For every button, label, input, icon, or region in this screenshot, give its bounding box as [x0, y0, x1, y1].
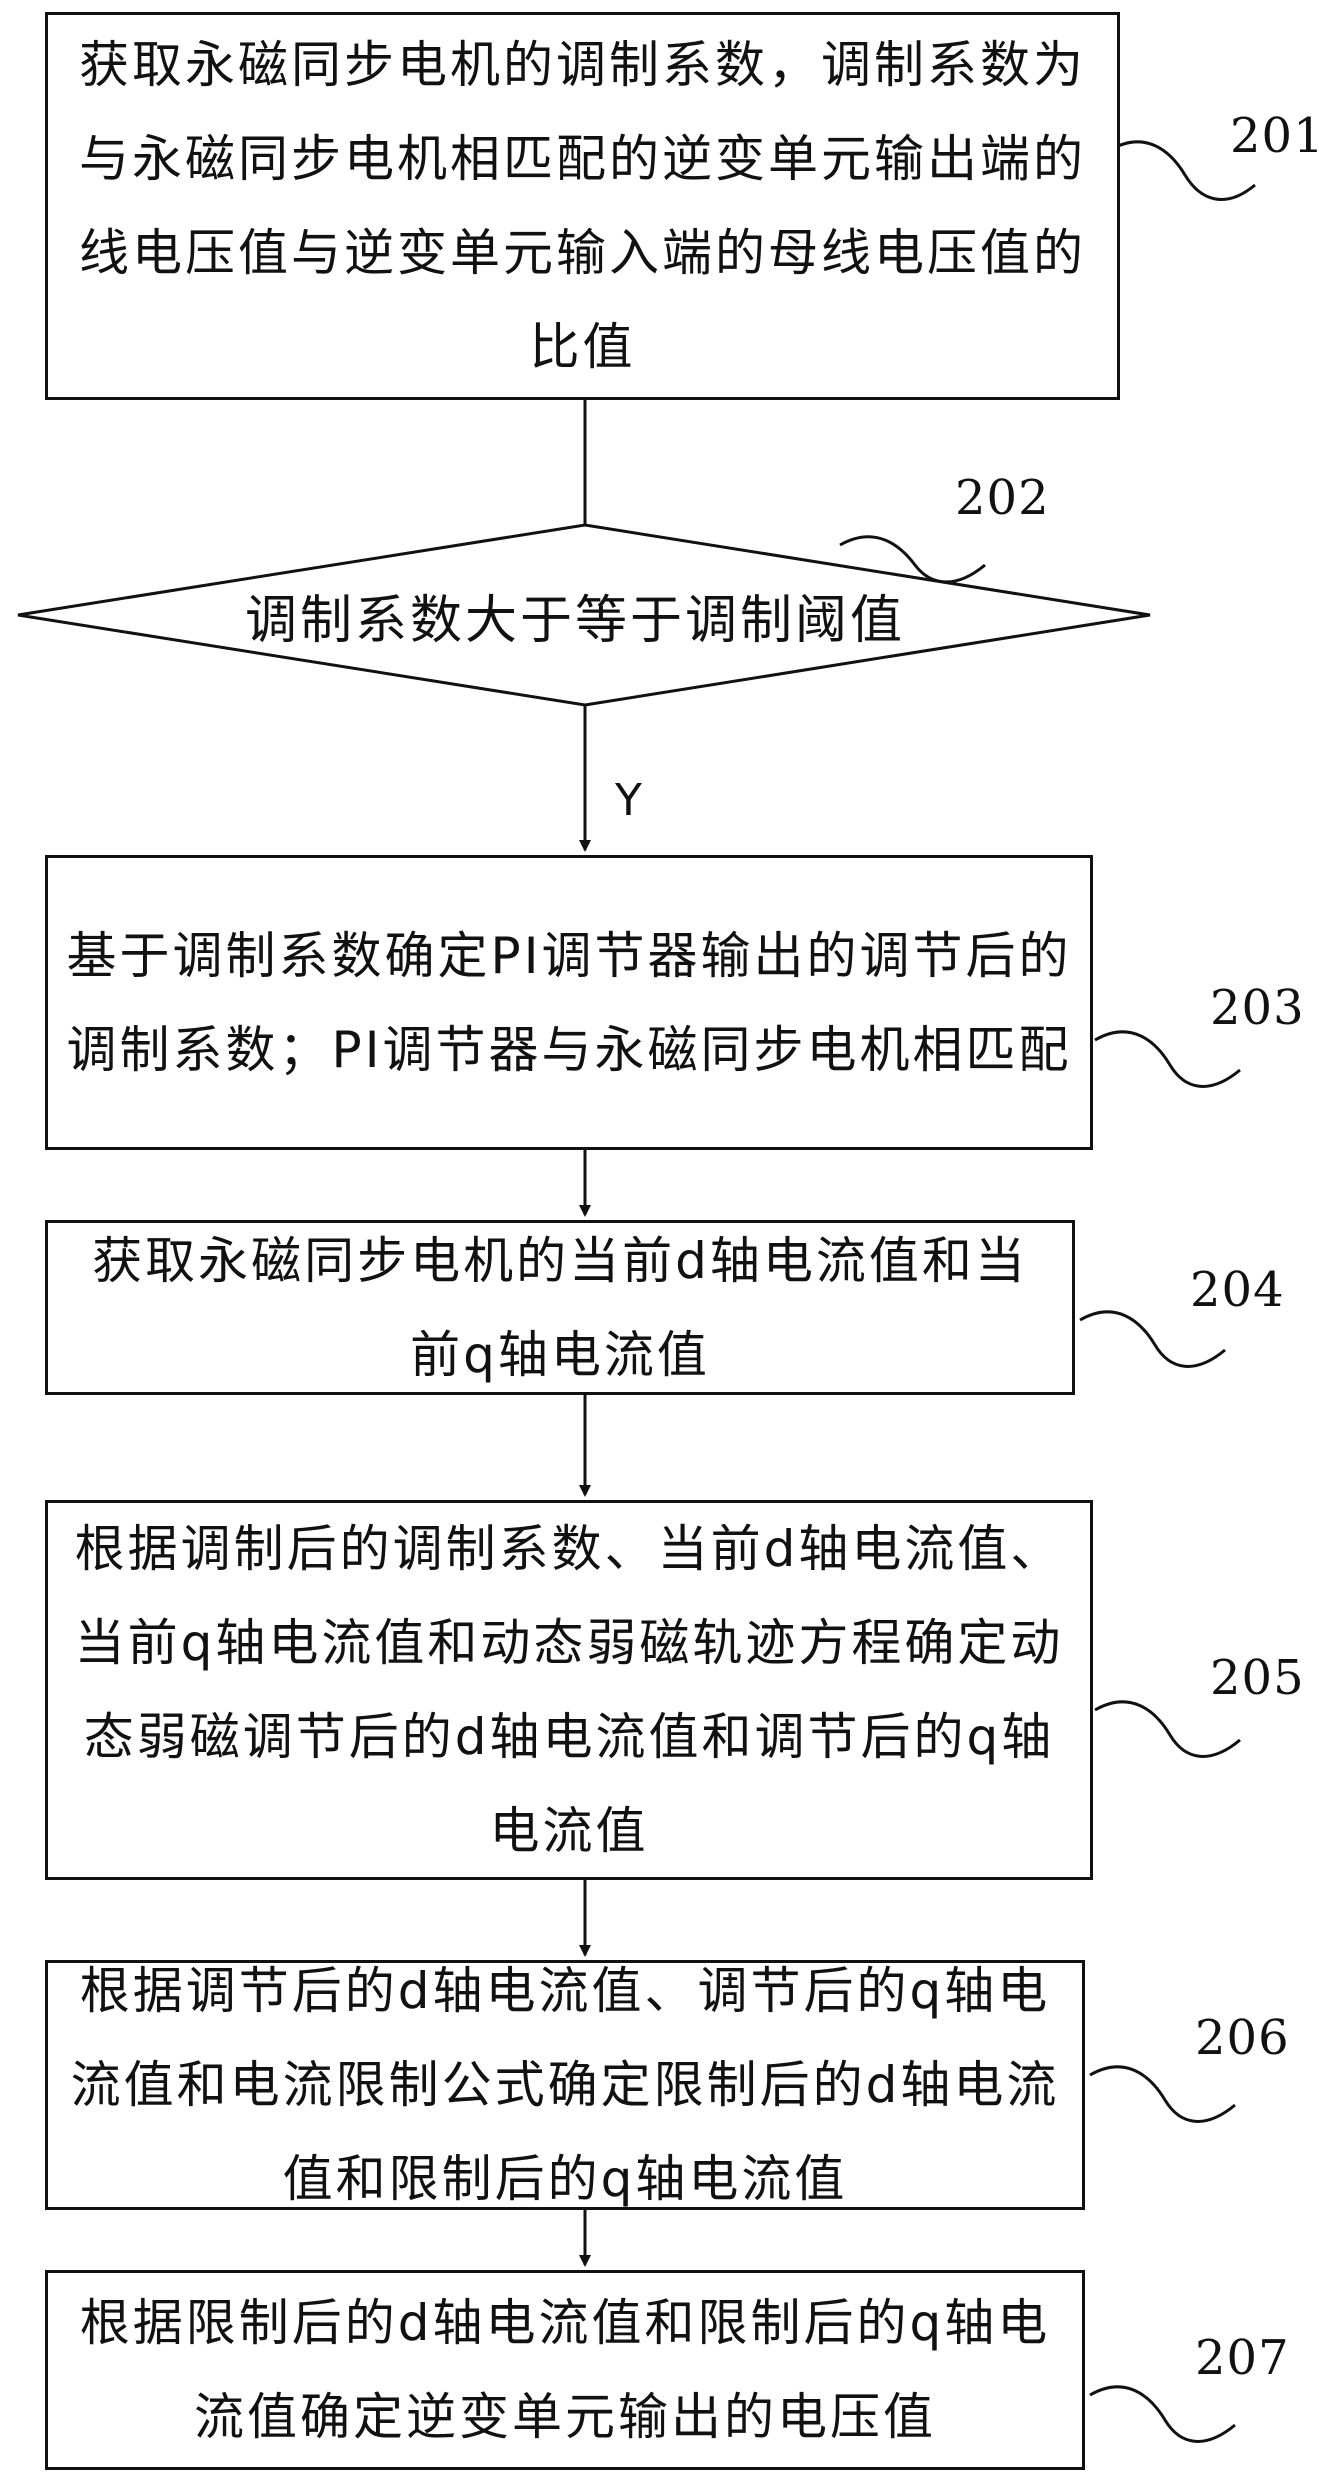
leader-206 — [1089, 2065, 1236, 2123]
leader-201 — [1109, 140, 1256, 201]
step-label-206: 206 — [1195, 2010, 1290, 2066]
step-label-204: 204 — [1190, 1262, 1285, 1318]
leader-205 — [1094, 1700, 1241, 1758]
step-label-201: 201 — [1230, 108, 1319, 164]
process-text-207: 根据限制后的d轴电流值和限制后的q轴电流值确定逆变单元输出的电压值 — [79, 2294, 1051, 2446]
process-text-201: 获取永磁同步电机的调制系数，调制系数为与永磁同步电机相匹配的逆变单元输出端的线电… — [79, 36, 1086, 376]
step-label-202: 202 — [955, 470, 1050, 526]
decision-text-202: 调制系数大于等于调制阈值 — [244, 590, 905, 651]
leader-207 — [1089, 2385, 1236, 2443]
leader-203 — [1094, 1030, 1241, 1088]
process-box-201: 获取永磁同步电机的调制系数，调制系数为与永磁同步电机相匹配的逆变单元输出端的线电… — [45, 12, 1120, 400]
process-box-205: 根据调制后的调制系数、当前d轴电流值、当前q轴电流值和动态弱磁轨迹方程确定动态弱… — [45, 1500, 1093, 1880]
step-label-205: 205 — [1210, 1650, 1305, 1706]
step-label-203: 203 — [1210, 980, 1305, 1036]
leader-202 — [839, 535, 986, 584]
leader-204 — [1079, 1310, 1226, 1368]
decision-diamond — [17, 523, 1151, 707]
process-text-204: 获取永磁同步电机的当前d轴电流值和当前q轴电流值 — [92, 1231, 1028, 1384]
branch-label-yes: Y — [615, 775, 642, 826]
process-text-203: 基于调制系数确定PI调节器输出的调节后的调制系数；PI调节器与永磁同步电机相匹配 — [66, 926, 1072, 1079]
process-box-203: 基于调制系数确定PI调节器输出的调节后的调制系数；PI调节器与永磁同步电机相匹配 — [45, 855, 1093, 1150]
process-box-206: 根据调节后的d轴电流值、调节后的q轴电流值和电流限制公式确定限制后的d轴电流值和… — [45, 1960, 1085, 2210]
process-box-207: 根据限制后的d轴电流值和限制后的q轴电流值确定逆变单元输出的电压值 — [45, 2270, 1085, 2470]
process-text-206: 根据调节后的d轴电流值、调节后的q轴电流值和电流限制公式确定限制后的d轴电流值和… — [70, 1962, 1060, 2208]
process-box-204: 获取永磁同步电机的当前d轴电流值和当前q轴电流值 — [45, 1220, 1075, 1395]
step-label-207: 207 — [1195, 2330, 1290, 2386]
process-text-205: 根据调制后的调制系数、当前d轴电流值、当前q轴电流值和动态弱磁轨迹方程确定动态弱… — [74, 1520, 1064, 1860]
